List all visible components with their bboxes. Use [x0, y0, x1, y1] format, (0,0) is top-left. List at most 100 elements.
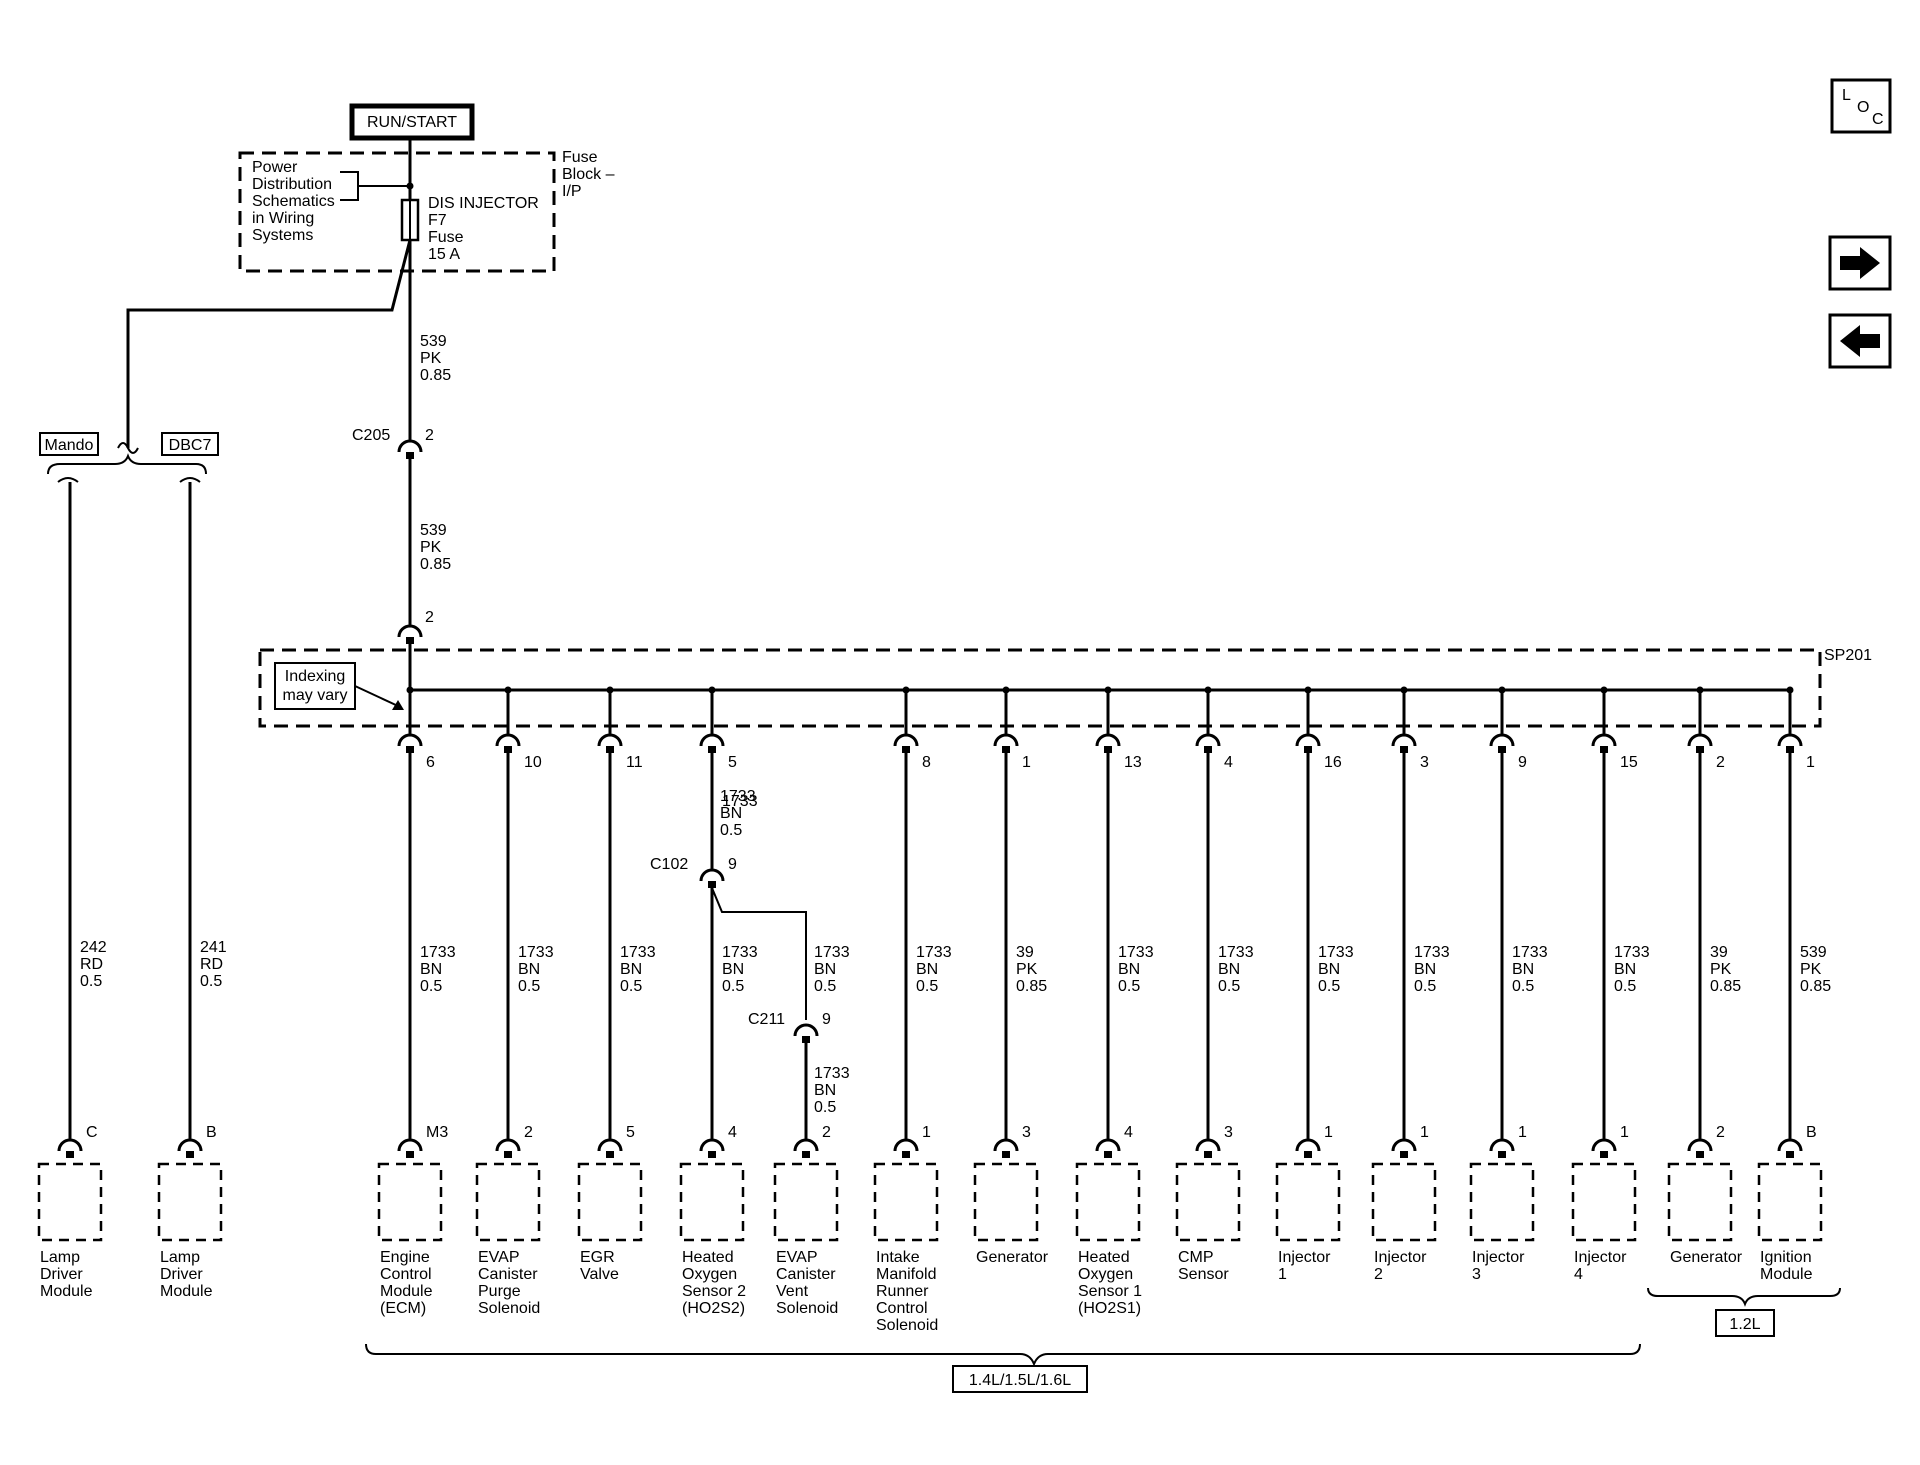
c102-branch-wire	[711, 887, 807, 1020]
splice-branch-8-wire-label-3: 0.5	[1118, 978, 1140, 995]
dbc7-wire-break	[179, 477, 201, 483]
splice-branch-12-splice-connector-pin	[1498, 746, 1506, 753]
group-a-brace	[365, 1343, 1641, 1367]
power-dist-bracket	[340, 171, 359, 201]
splice-branch-15-module	[1757, 1162, 1823, 1242]
splice-branch-7-pin-label: 3	[1022, 1124, 1031, 1141]
lamp-branch-2-module-label-2: Driver	[160, 1266, 203, 1283]
splice-branch-8-module-label-3: Sensor 1	[1078, 1283, 1142, 1300]
option-brace	[47, 453, 207, 475]
splice-branch-5-wire-label-1: 1733	[814, 944, 850, 961]
lamp-branch-2-module-label-1: Lamp	[160, 1249, 200, 1266]
splice-bus	[410, 688, 1792, 735]
lamp-branch-1-wire-label-2: RD	[80, 956, 103, 973]
splice-branch-12-module	[1469, 1162, 1535, 1242]
splice-branch-7-splice-connector-pin	[1002, 746, 1010, 753]
splice-branch-3-wire-label-1: 1733	[620, 944, 656, 961]
fuse-block-label-2: Block –	[562, 166, 615, 183]
splice-branch-4-splice-pin: 5	[728, 754, 737, 771]
lamp-branch-1-connector-pin	[66, 1151, 74, 1158]
splice-branch-1-splice-connector-pin	[406, 746, 414, 753]
splice-branch-4-wire-label-2: BN	[722, 961, 744, 978]
feed-wire-2-line-1: 539	[420, 522, 447, 539]
splice-branch-9-connector	[1195, 1138, 1221, 1152]
splice-branch-7-wire-label-3: 0.85	[1016, 978, 1047, 995]
splice-branch-9-splice-connector	[1195, 733, 1221, 747]
c205-pin-upper: 2	[425, 427, 434, 444]
splice-branch-9-splice-connector-pin	[1204, 746, 1212, 753]
indexing-arrow-head	[392, 700, 404, 710]
splice-branch-12-module-label-1: Injector	[1472, 1249, 1525, 1266]
splice-branch-6-pin-label: 1	[922, 1124, 931, 1141]
splice-branch-10-wire-label-1: 1733	[1318, 944, 1354, 961]
splice-branch-4-upper-wire-label-1: 1733	[722, 793, 758, 810]
splice-branch-3-module	[577, 1162, 643, 1242]
splice-branch-10-module	[1275, 1162, 1341, 1242]
splice-branch-6-connector-pin	[902, 1151, 910, 1158]
splice-branch-15-splice-pin: 1	[1806, 754, 1815, 771]
group-b-label: 1.2L	[1729, 1316, 1760, 1333]
splice-branch-6-module-label-4: Control	[876, 1300, 928, 1317]
splice-branch-4-module	[679, 1162, 745, 1242]
splice-branch-10-module-label-1: Injector	[1278, 1249, 1331, 1266]
power-dist-line-4: in Wiring	[252, 210, 314, 227]
c102-wire-line-3: 0.5	[720, 822, 742, 839]
splice-branch-10-splice-pin: 16	[1324, 754, 1342, 771]
splice-branch-13-module-label-2: 4	[1574, 1266, 1583, 1283]
prev-page-button[interactable]	[1828, 313, 1892, 369]
splice-branch-9-module-label-1: CMP	[1178, 1249, 1214, 1266]
splice-branch-2-splice-connector-pin	[504, 746, 512, 753]
splice-branch-10-connector	[1295, 1138, 1321, 1152]
splice-branch-11-connector	[1391, 1138, 1417, 1152]
power-dist-line-2: Distribution	[252, 176, 332, 193]
splice-branch-9-pin-label: 3	[1224, 1124, 1233, 1141]
lamp-branch-1-module-label-3: Module	[40, 1283, 93, 1300]
splice-branch-14-module-label-1: Generator	[1670, 1249, 1743, 1266]
splice-branch-12-wire-label-1: 1733	[1512, 944, 1548, 961]
splice-branch-7-wire-label-1: 39	[1016, 944, 1034, 961]
indexing-note-box	[274, 662, 356, 710]
splice-branch-8-splice-connector	[1095, 733, 1121, 747]
splice-branch-5-module	[773, 1162, 839, 1242]
splice-branch-1-module-label-2: Control	[380, 1266, 432, 1283]
loc-letter-c: C	[1872, 111, 1884, 128]
loc-icon[interactable]	[1830, 78, 1892, 134]
splice-branch-11-splice-connector-pin	[1400, 746, 1408, 753]
option-break-mark	[117, 442, 139, 454]
splice-branch-10-splice-connector	[1295, 733, 1321, 747]
c102-wire-line-2: BN	[720, 805, 742, 822]
splice-branch-11-splice-connector	[1391, 733, 1417, 747]
splice-branch-14-splice-pin: 2	[1716, 754, 1725, 771]
splice-branch-2-connector-pin	[504, 1151, 512, 1158]
splice-branch-5-module-label-1: EVAP	[776, 1249, 818, 1266]
splice-branch-11-module-label-1: Injector	[1374, 1249, 1427, 1266]
splice-branch-14-connector-pin	[1696, 1151, 1704, 1158]
arrow-right-icon	[1840, 247, 1880, 279]
splice-branch-13-splice-pin: 15	[1620, 754, 1638, 771]
splice-branch-1-module-label-3: Module	[380, 1283, 433, 1300]
splice-branch-8-connector-pin	[1104, 1151, 1112, 1158]
splice-branch-11-module	[1371, 1162, 1437, 1242]
next-page-button[interactable]	[1828, 235, 1892, 291]
splice-branch-1-wire-label-2: BN	[420, 961, 442, 978]
splice-branch-12-splice-pin: 9	[1518, 754, 1527, 771]
lamp-branch-1-wire-label-3: 0.5	[80, 973, 102, 990]
splice-branch-10-wire-label-3: 0.5	[1318, 978, 1340, 995]
c211-pin: 9	[822, 1011, 831, 1028]
splice-branch-11-module-label-2: 2	[1374, 1266, 1383, 1283]
splice-branch-7-connector-pin	[1002, 1151, 1010, 1158]
lamp-branch-1-pin-label: C	[86, 1124, 98, 1141]
splice-branch-9-module	[1175, 1162, 1241, 1242]
splice-branch-4-splice-connector-pin	[708, 746, 716, 753]
lamp-branch-2-connector	[177, 1138, 203, 1152]
c205-label: C205	[352, 427, 390, 444]
splice-branch-8-module-label-1: Heated	[1078, 1249, 1130, 1266]
splice-branch-9-wire-label-3: 0.5	[1218, 978, 1240, 995]
splice-branch-9-wire-label-1: 1733	[1218, 944, 1254, 961]
splice-branch-13-connector-pin	[1600, 1151, 1608, 1158]
lamp-branch-1-module-label-2: Driver	[40, 1266, 83, 1283]
splice-branch-13-wire-label-3: 0.5	[1614, 978, 1636, 995]
run-start-box	[349, 103, 475, 141]
group-b-box	[1715, 1309, 1775, 1337]
splice-branch-2-wire-label-3: 0.5	[518, 978, 540, 995]
